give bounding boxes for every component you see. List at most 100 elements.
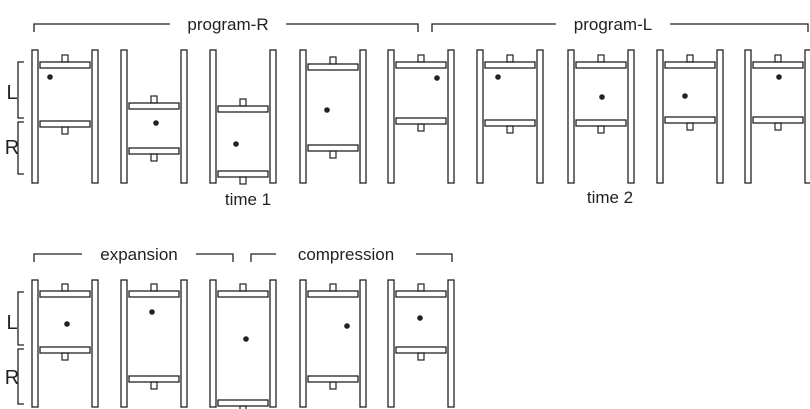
cell-plate-2 [484,119,536,134]
time-label-2: time 2 [587,188,633,207]
bracket-program-l [431,23,809,32]
cell-dot [417,315,423,321]
cell-dot [64,321,70,327]
cell-plate-1 [664,54,716,69]
row1-cell-7 [567,49,635,184]
row2-cell-2 [120,279,188,408]
side-bracket-row1 [17,61,24,175]
cell-wall-left [31,279,39,408]
plate-stem [61,283,69,292]
plate-bar [484,61,536,69]
cell-plate-2 [395,346,447,361]
plate-bar [217,105,269,113]
cell-wall-right [359,49,367,184]
cell-wall-left [567,49,575,184]
cell-plate-1 [484,54,536,69]
cell-dot [434,75,440,81]
row2-cell-5 [387,279,455,408]
cell-plate-2 [307,144,359,159]
cell-wall-left [209,49,217,184]
row-1-cells [31,49,810,185]
cell-wall-left [209,279,217,408]
plate-bar [128,375,180,383]
cell-wall-left [744,49,752,184]
cell-wall-right [716,49,724,184]
plate-stem [417,283,425,292]
cell-wall-left [31,49,39,184]
row1-cell-5 [387,49,455,184]
cell-wall-right [180,49,188,184]
plate-stem [506,125,514,134]
plate-stem [239,283,247,292]
plate-stem [329,150,337,159]
plate-bar [39,346,91,354]
plate-bar [307,63,359,71]
row1-cell-9 [744,49,810,184]
row2-cell-4 [299,279,367,408]
plate-bar [664,61,716,69]
cell-dot [599,94,605,100]
group-label-compression: compression [298,245,394,264]
plate-bar [664,116,716,124]
cell-wall-right [91,49,99,184]
plate-stem [239,405,247,409]
cell-plate-1 [307,56,359,71]
cell-wall-left [656,49,664,184]
row1-cell-4 [299,49,367,184]
row1-cell-3 [209,49,277,185]
plate-bar [575,119,627,127]
cell-plate-2 [217,170,269,185]
plate-bar [752,61,804,69]
cell-plate-2 [39,120,91,135]
cell-plate-1 [39,283,91,298]
plate-stem [61,126,69,135]
side-label-r-row1: R [5,137,19,159]
group-label-program-r: program-R [187,15,268,34]
cell-wall-right [269,49,277,184]
row1-cell-2 [120,49,188,184]
plate-stem [597,54,605,63]
plate-stem [150,153,158,162]
plate-bar [395,290,447,298]
cell-wall-left [120,279,128,408]
cell-plate-2 [217,399,269,409]
row1-cell-8 [656,49,724,184]
plate-stem [597,125,605,134]
bracket-program-r [33,23,419,32]
cell-plate-2 [752,116,804,131]
cell-plate-2 [39,346,91,361]
bracket-expansion [33,253,234,262]
row2-cell-1 [31,279,99,408]
cell-dot [344,323,350,329]
plate-bar [39,290,91,298]
plate-stem [417,352,425,361]
plate-bar [128,102,180,110]
plate-stem [686,54,694,63]
cell-wall-left [387,279,395,408]
plate-bar [395,117,447,125]
side-bracket-row2 [17,291,24,405]
cell-plate-1 [128,95,180,110]
cell-wall-right [447,49,455,184]
plate-bar [752,116,804,124]
plate-stem [150,283,158,292]
plate-stem [417,123,425,132]
cell-wall-right [804,49,810,184]
plate-stem [774,54,782,63]
row1-cell-1 [31,49,99,184]
cell-wall-right [180,279,188,408]
row2-cell-3 [209,279,277,409]
cell-wall-right [536,49,544,184]
cell-dot [233,141,239,147]
plate-stem [61,352,69,361]
cell-dot [495,74,501,80]
cell-wall-left [387,49,395,184]
cell-plate-1 [128,283,180,298]
row1-cell-6 [476,49,544,184]
plate-bar [128,290,180,298]
cell-wall-left [299,279,307,408]
plate-stem [417,54,425,63]
plate-stem [774,122,782,131]
cell-dot [682,93,688,99]
